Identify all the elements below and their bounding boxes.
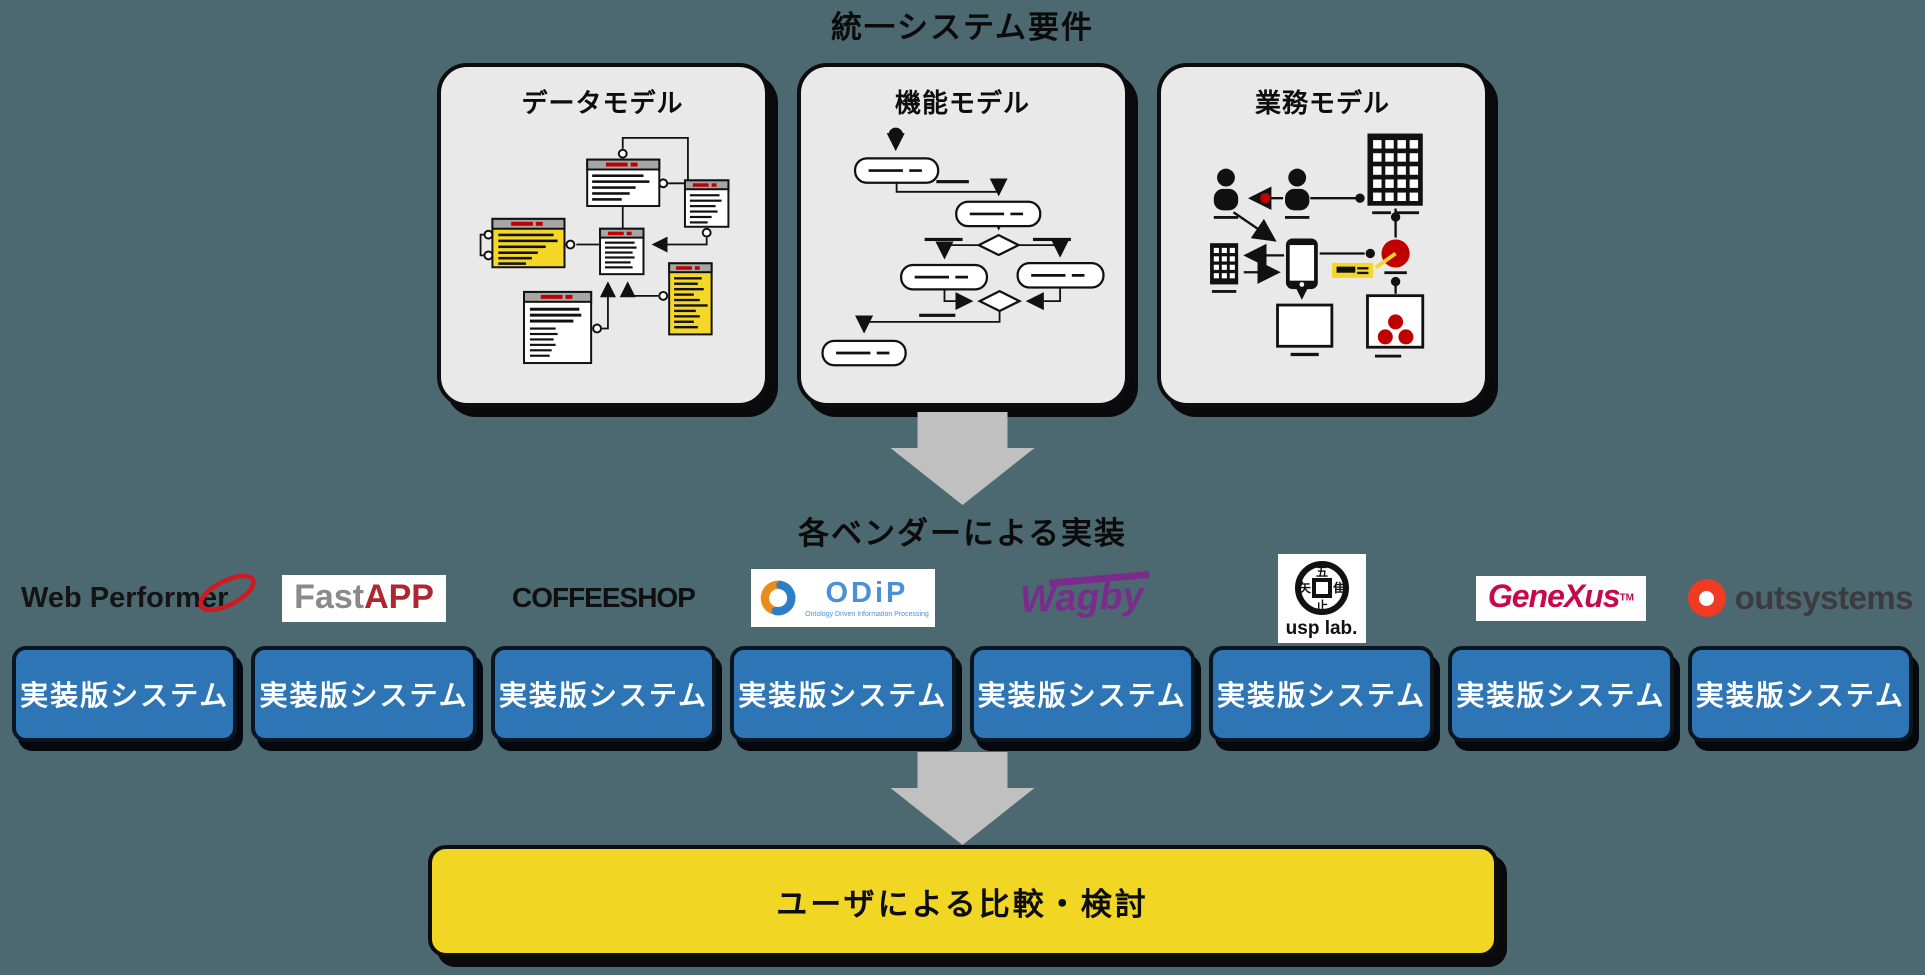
impl-system-box: 実装版システム: [969, 646, 1195, 742]
vendor-col-genexus: GeneXusTM 実装版システム: [1441, 550, 1680, 742]
svg-text:矢: 矢: [1299, 580, 1312, 595]
impl-system-box: 実装版システム: [251, 646, 477, 742]
business-model-box: 業務モデル: [1156, 63, 1489, 407]
entity-table: [683, 179, 729, 228]
business-flow-diagram: [1210, 133, 1425, 358]
smartphone-icon: [1285, 238, 1318, 290]
genexus-logo: GeneXusTM: [1448, 550, 1673, 646]
genexus-trademark: TM: [1619, 592, 1635, 604]
vendor-col-outsystems: outsystems 実装版システム: [1681, 550, 1920, 742]
impl-system-box: 実装版システム: [1687, 646, 1914, 742]
vendor-col-web-performer: Web Performer 実装版システム: [5, 550, 257, 742]
activity-diagram: [820, 127, 1105, 367]
outsystems-ring-icon: [1687, 579, 1726, 617]
genexus-logo-text: GeneXus: [1487, 577, 1621, 614]
web-performer-logo: Web Performer: [12, 550, 257, 646]
impl-system-box: 実装版システム: [1208, 646, 1435, 742]
small-building-icon: [1210, 243, 1239, 293]
vendor-col-fastapp: FastAPP 実装版システム: [244, 550, 483, 742]
activity-connectors: [854, 133, 1069, 334]
link-dot: [1390, 212, 1401, 222]
vendor-col-coffeeshop: COFFEESHOP 実装版システム: [484, 550, 723, 742]
entity-table: [598, 227, 644, 276]
red-swoosh-icon: [198, 573, 257, 612]
business-model-title: 業務モデル: [1254, 88, 1390, 118]
odip-tagline: Ontology Driven Information Processing: [805, 610, 929, 618]
down-arrow: [890, 752, 1034, 845]
er-diagram: [479, 136, 729, 365]
outsystems-logo-text: outsystems: [1734, 579, 1914, 616]
implementation-heading: 各ベンダーによる実装: [797, 516, 1128, 551]
pie-chart-icon: [1374, 239, 1410, 275]
usp-lab-logo: 五 隹 止 矢 usp lab.: [1209, 550, 1434, 646]
merge-diamond: [976, 289, 1022, 313]
link-dot: [1355, 193, 1365, 203]
impl-system-box: 実装版システム: [490, 646, 717, 742]
link-dot: [1390, 276, 1401, 287]
vendor-col-usp-lab: 五 隹 止 矢 usp lab. 実装版システム: [1202, 550, 1441, 742]
person-icon: [1285, 168, 1310, 219]
action-placeholder-text: [835, 169, 1084, 355]
er-cardinality-rings: [483, 148, 712, 334]
outsystems-logo: outsystems: [1687, 550, 1914, 646]
impl-system-box: 実装版システム: [730, 646, 956, 742]
highlight-tag-icon: [1331, 262, 1374, 278]
entity-table: [522, 290, 592, 365]
monitor-icon: [1276, 303, 1334, 357]
usp-coin-icon: 五 隹 止 矢: [1294, 560, 1349, 615]
big-building-icon: [1367, 133, 1423, 215]
svg-text:隹: 隹: [1332, 580, 1345, 595]
er-connectors: [479, 136, 708, 330]
guard-labels: [918, 180, 1071, 317]
odip-logo: ODiP Ontology Driven Information Process…: [730, 550, 955, 646]
svg-text:止: 止: [1316, 598, 1328, 613]
coffeeshop-logo: COFFEESHOP: [491, 550, 716, 646]
page-title: 統一システム要件: [830, 10, 1095, 45]
data-model-title: データモデル: [521, 88, 684, 118]
impl-system-box: 実装版システム: [12, 646, 238, 742]
function-model-box: 機能モデル: [796, 63, 1129, 407]
result-box: ユーザによる比較・検討: [427, 845, 1498, 957]
vendors-row: Web Performer 実装版システム FastAPP 実装版システム CO…: [0, 550, 1925, 742]
odip-swirl-icon: [760, 580, 796, 616]
impl-system-box: 実装版システム: [1448, 646, 1674, 742]
action-nodes: [820, 157, 1105, 367]
entity-table: [585, 158, 660, 208]
fastapp-logo-part2: APP: [364, 577, 434, 616]
entity-table-highlighted: [490, 217, 565, 269]
model-row: データモデル: [436, 63, 1489, 407]
link-dot: [1365, 248, 1375, 259]
fastapp-logo: FastAPP: [251, 550, 476, 646]
odip-logo-text: ODiP: [825, 576, 909, 609]
vendor-col-odip: ODiP Ontology Driven Information Process…: [723, 550, 962, 742]
down-arrow: [890, 412, 1034, 505]
coffeeshop-logo-text: COFFEESHOP: [511, 582, 696, 613]
start-node: [887, 127, 903, 143]
web-performer-logo-text: Web Performer: [21, 581, 229, 614]
data-model-box: データモデル: [436, 63, 769, 407]
decision-diamond: [975, 233, 1021, 257]
person-icon: [1213, 168, 1239, 219]
svg-text:五: 五: [1316, 565, 1328, 579]
parcel-box-icon: [1366, 294, 1425, 358]
vendor-col-wagby: Wagby 実装版システム: [963, 550, 1202, 742]
usp-lab-logo-text: usp lab.: [1285, 617, 1358, 639]
red-dot-marker: [1260, 193, 1271, 204]
entity-table-highlighted: [667, 262, 713, 336]
function-model-title: 機能モデル: [894, 88, 1030, 118]
wagby-logo: Wagby: [970, 550, 1195, 646]
fastapp-logo-part1: Fast: [294, 577, 365, 616]
